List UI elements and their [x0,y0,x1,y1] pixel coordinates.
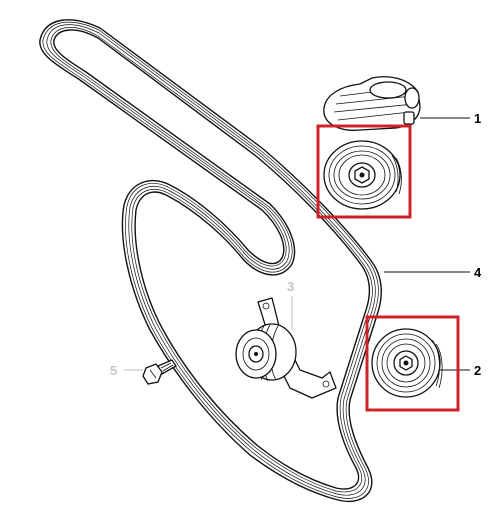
callout-1: 1 [474,111,481,126]
callout-2: 2 [474,363,481,378]
callout-4: 4 [474,265,482,280]
serpentine-belt [39,19,383,502]
belt-tensioner [323,76,421,210]
callout-5: 5 [110,363,117,378]
highlight-box-tensioner [316,124,412,219]
guide-pulley-3 [235,297,337,399]
highlight-box-idler-pulley [365,315,460,412]
idler-pulley-2 [371,328,443,398]
bolt-5 [142,359,177,385]
callout-3: 3 [287,279,294,294]
